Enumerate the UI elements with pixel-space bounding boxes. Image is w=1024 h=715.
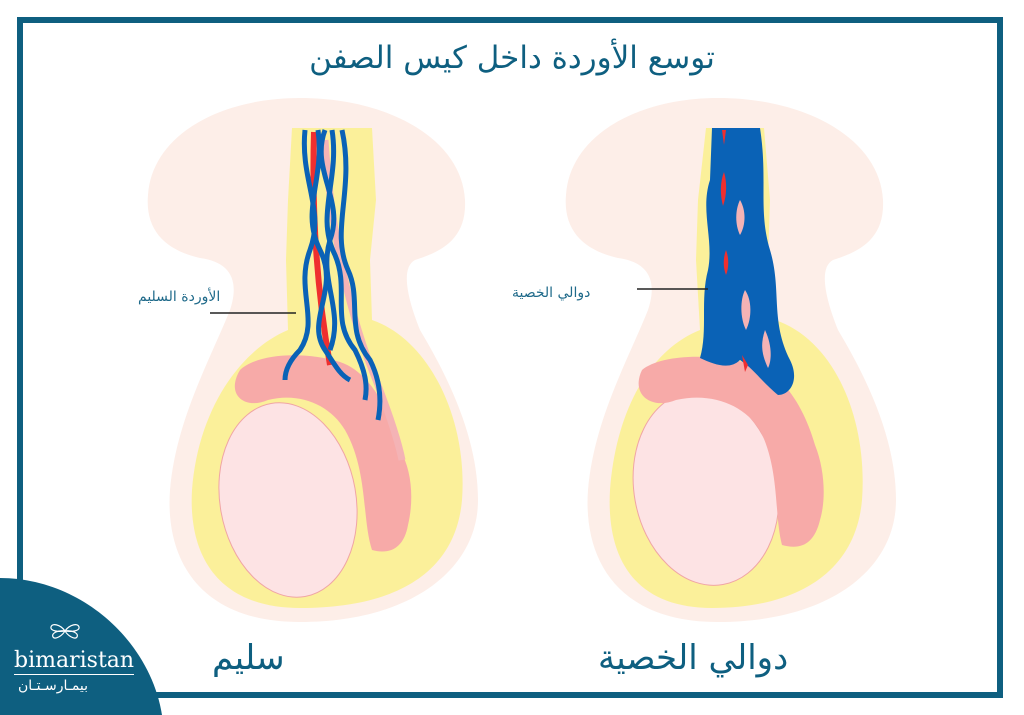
logo-background <box>0 578 162 715</box>
caption-healthy: سليم <box>212 638 285 678</box>
healthy-anatomy <box>147 98 478 622</box>
caption-varicocele: دوالي الخصية <box>598 638 789 678</box>
logo-name-arabic: بيمـارسـتـان <box>18 678 89 694</box>
vein-gaps <box>736 200 771 368</box>
callout-varicocele: دوالي الخصية <box>512 285 591 301</box>
callout-healthy-veins: الأوردة السليم <box>138 289 221 305</box>
veins-healthy <box>282 129 383 421</box>
artery-fragments <box>720 130 748 372</box>
logo-name-latin: bimaristan <box>14 648 135 675</box>
epididymis-left <box>234 355 412 552</box>
epididymis-right <box>638 356 824 547</box>
butterfly-icon <box>50 624 80 639</box>
varicocele-anatomy <box>565 98 896 622</box>
testis-left <box>218 402 358 598</box>
diagram-frame <box>17 17 1003 698</box>
diagram-title: توسع الأوردة داخل كيس الصفن <box>309 40 715 76</box>
